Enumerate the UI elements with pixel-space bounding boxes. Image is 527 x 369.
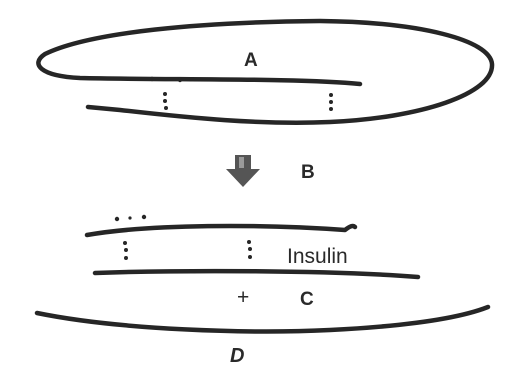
label-a: A	[244, 50, 258, 71]
c-peptide-structure: D	[34, 304, 491, 367]
down-arrow-icon	[226, 155, 260, 187]
label-b: B	[301, 162, 315, 183]
plus-sign: +	[237, 286, 249, 309]
proinsulin-loop	[36, 18, 495, 125]
label-c: C	[300, 289, 314, 310]
label-d: D	[230, 345, 244, 367]
proinsulin-structure: A	[36, 18, 495, 125]
disulfide-bonds-a	[149, 76, 333, 111]
c-peptide-chain	[34, 304, 491, 334]
insulin-a-chain	[84, 223, 358, 238]
insulin-structure: Insulin	[84, 214, 421, 280]
insulin-b-chain	[92, 268, 421, 280]
processing-step: B	[226, 155, 315, 187]
insulin-label: Insulin	[287, 245, 348, 268]
disulfide-bonds-c	[114, 214, 252, 260]
